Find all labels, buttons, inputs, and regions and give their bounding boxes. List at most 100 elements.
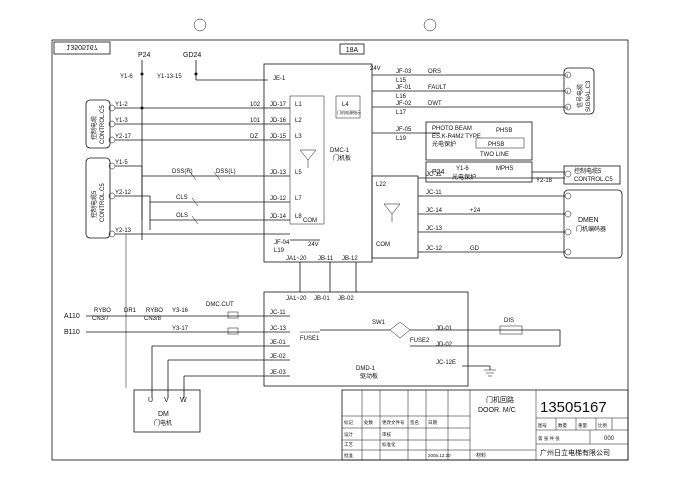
- dmen-jc-12: JC-12: [426, 246, 443, 252]
- tb-r3-0: 批准: [344, 452, 353, 459]
- dmc-bottom-jb12: JB-12: [342, 256, 358, 262]
- photo-title: PHOTO BEAM: [432, 126, 472, 132]
- binder-hole-right: [423, 18, 437, 32]
- cn3-8-label: CN3/8: [144, 316, 162, 322]
- l19: L19: [396, 136, 407, 142]
- control-connector-2-en: CONTROL.C5: [100, 183, 106, 222]
- sheet-box: [339, 43, 365, 55]
- p24-block-mphs: MPHS: [496, 166, 513, 172]
- binder-hole-left: [193, 18, 207, 32]
- phsb-1: PHSB: [496, 128, 512, 134]
- dmd-top-ja: JA1~20: [286, 296, 307, 302]
- dmd-fuse1: FUSE1: [300, 336, 320, 342]
- optocoupler-icon: [299, 149, 317, 168]
- phsb-2: PHSB: [488, 142, 504, 148]
- a110-label: A110: [64, 313, 80, 320]
- dss-l-label: DSS(L): [216, 169, 236, 175]
- dmc-je-15: JD-15: [270, 134, 287, 140]
- wire-y1-3: Y1-3: [115, 118, 128, 124]
- dmc-pin-com: COM: [303, 218, 317, 224]
- l16: L16: [396, 94, 407, 100]
- wire-y2-12: Y2-12: [115, 190, 132, 196]
- p24-block-cn: 光电保护: [452, 173, 476, 181]
- dmen-l22: L22: [376, 182, 387, 188]
- control-c5-right-en: CONTROL.C5: [574, 177, 613, 183]
- motor-name-cn: 门电机: [154, 419, 172, 427]
- tb-r1-0: 标记: [344, 419, 353, 426]
- rectifier-bridge-icon: [389, 321, 411, 339]
- dmen-name: DMEN: [578, 217, 599, 224]
- dmd-jd-02: JD-02: [436, 342, 453, 348]
- l4-label: L4: [342, 102, 349, 108]
- dmc-bottom-jb11: JB-11: [318, 256, 334, 262]
- wire-code-101: 101: [250, 118, 261, 124]
- photo-type: ES.K-R4M2 TYPE: [432, 134, 481, 140]
- signal-dwt: DWT: [428, 101, 442, 107]
- dmc-bottom-ja: JA1~20: [286, 256, 307, 262]
- dmd-top-jb01: JB-01: [314, 296, 330, 302]
- dmen-jc-14: JC-14: [426, 208, 443, 214]
- dmc-24v: 24V: [308, 242, 319, 248]
- cls-label: CLS: [176, 195, 188, 201]
- rybo2-label: RYBO: [146, 308, 163, 314]
- company-name: 广州日立电梯有限公司: [540, 448, 610, 457]
- p24-block-label: P24: [432, 169, 445, 176]
- dmd-sw1: SW1: [372, 320, 386, 326]
- wire-code-102: 102: [250, 102, 261, 108]
- dmc-pin-l1: L1: [295, 102, 302, 108]
- dmc-je-12: JD-12: [270, 196, 287, 202]
- dmen-gd: GD: [470, 246, 480, 252]
- dmc-pin-l5: L5: [295, 170, 302, 176]
- dmc-pin-l2: L2: [295, 118, 302, 124]
- sheet-box-label: 18A: [346, 47, 359, 54]
- l4-indicator: [335, 95, 361, 119]
- dmc-je-17: JD-17: [270, 102, 287, 108]
- dmd-board: [263, 291, 469, 387]
- cn3-7-label: CN3/7: [92, 316, 110, 322]
- jf-03: JF-03: [396, 69, 412, 75]
- tb-r2-1: 审核: [382, 431, 391, 438]
- dmc-board: [263, 63, 373, 263]
- dmc-je-16: JD-16: [270, 118, 287, 124]
- dmen-inner: [371, 175, 419, 259]
- dmd-jc-12e: JC-12E: [436, 360, 456, 366]
- dmen-plus24: +24: [470, 208, 481, 214]
- dmen-jd-11: JC-11: [426, 172, 442, 178]
- dmc-jf-04: JF-04: [274, 240, 290, 246]
- dmd-jd-01: JD-01: [436, 326, 453, 332]
- dmd-jc-11: JC-11: [270, 310, 286, 316]
- dmd-jc-13: JC-13: [270, 326, 287, 332]
- signal-pin-3: 3: [566, 73, 569, 78]
- dis-resistor: [499, 325, 523, 335]
- dmc-je-14: JD-14: [270, 214, 287, 220]
- tb-r2-2: 工艺: [344, 442, 353, 447]
- control-c5-right-cn: 控制电缆5: [574, 167, 602, 175]
- l15: L15: [396, 78, 407, 84]
- ground-icon: [484, 369, 496, 377]
- dmc-pin-l8: L8: [295, 214, 302, 220]
- title-block: [341, 389, 629, 461]
- dmc-pin-l3: L3: [295, 134, 302, 140]
- rybo-label: RYBO: [94, 308, 111, 314]
- jf-05: JF-05: [396, 127, 412, 133]
- p24-block-y1-6: Y1-6: [456, 166, 469, 172]
- dmd-top-jb02: JB-02: [338, 296, 354, 302]
- wire-y2-13: Y2-13: [115, 228, 132, 234]
- dr1-label: DR1: [124, 308, 137, 314]
- motor-v: V: [164, 397, 169, 404]
- tb-sheet: 第 张 共 张: [538, 435, 560, 442]
- dmd-name-cn: 驱动板: [360, 372, 378, 380]
- signal-pin-5: 5: [566, 105, 569, 110]
- tb-right-2: 重量: [578, 422, 587, 429]
- motor-name: DM: [158, 411, 169, 418]
- jf-02: JF-02: [396, 101, 412, 107]
- control-connector-2-cn: 控制电缆5: [90, 190, 98, 218]
- door-motor: [133, 389, 201, 433]
- dmc-pin-l7: L7: [295, 196, 302, 202]
- tb-material: 材料: [476, 452, 486, 459]
- control-connector-1-en: CONTROL.C5: [100, 105, 106, 144]
- l17: L17: [396, 110, 407, 116]
- fuse-a: [227, 311, 239, 319]
- fuse-b: [227, 327, 239, 335]
- b110-label: B110: [64, 329, 80, 336]
